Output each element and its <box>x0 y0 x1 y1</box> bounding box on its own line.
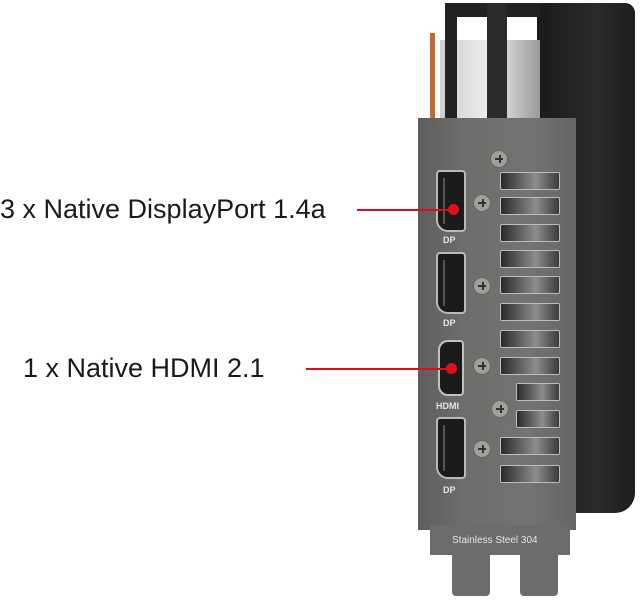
vent-slot <box>500 224 560 242</box>
material-text: Stainless Steel 304 <box>452 535 538 546</box>
vent-slot <box>500 465 560 483</box>
screw-icon <box>473 194 491 212</box>
displayport-port-1 <box>436 170 466 232</box>
vent-slot <box>500 330 560 348</box>
vent-slot <box>500 250 560 268</box>
callout-hdmi-label: 1 x Native HDMI 2.1 <box>23 353 265 383</box>
dp-logo-icon: DP <box>443 235 456 245</box>
callout-displayport-label: 3 x Native DisplayPort 1.4a <box>0 194 326 224</box>
displayport-port-3 <box>436 417 466 479</box>
vent-slot <box>500 303 560 321</box>
bracket-tab-right <box>520 550 558 596</box>
screw-icon <box>473 277 491 295</box>
vent-slot <box>500 172 560 190</box>
vent-slot <box>500 357 560 375</box>
frame-side <box>445 3 457 118</box>
vent-slot <box>516 410 560 428</box>
dp-logo-icon: DP <box>443 485 456 495</box>
screw-icon <box>473 440 491 458</box>
vent-slot <box>516 383 560 401</box>
bracket-tab-left <box>452 550 490 596</box>
callout-hdmi-dot <box>446 363 457 374</box>
frame-mid <box>487 3 507 118</box>
screw-icon <box>491 400 509 418</box>
callout-hdmi-leader <box>306 368 450 370</box>
dp-logo-icon: DP <box>443 318 456 328</box>
vent-slot <box>500 276 560 294</box>
screw-icon <box>473 357 491 375</box>
callout-displayport-dot <box>448 204 459 215</box>
copper-heatpipe <box>430 33 435 118</box>
vent-slot <box>500 437 560 455</box>
vent-slot <box>500 197 560 215</box>
screw-icon <box>490 150 508 168</box>
hdmi-logo: HDMI <box>436 401 459 411</box>
callout-displayport-leader <box>357 209 453 211</box>
displayport-port-2 <box>436 252 466 314</box>
